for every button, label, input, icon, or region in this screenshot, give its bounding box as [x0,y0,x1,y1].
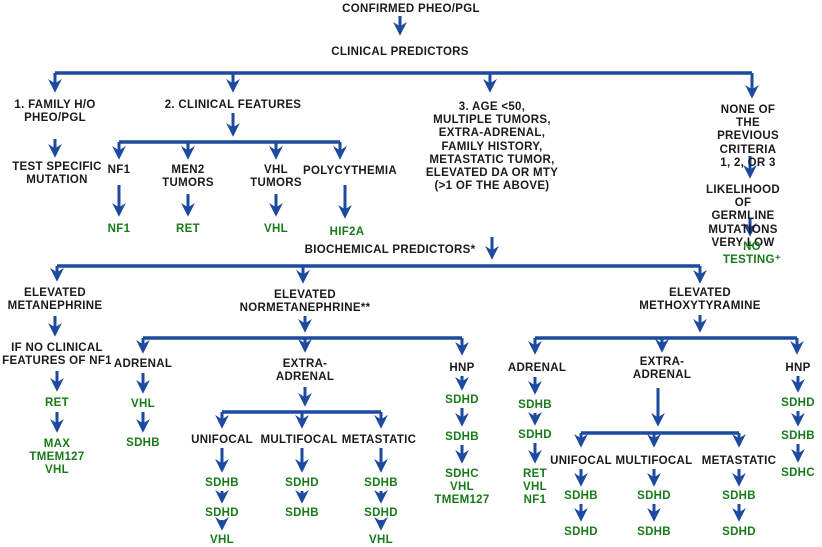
gene-mt-hnp-sdhd: SDHD [781,397,815,409]
node-clinical-predictors: CLINICAL PREDICTORS [331,46,469,58]
gene-hif2a: HIF2A [329,226,365,238]
gene-mt-hnp-sdhc: SDHC [781,467,815,479]
gene-nm-adrenal-sdhb: SDHB [126,437,160,449]
gene-vhl: VHL [264,223,288,235]
node-mt-metastatic: METASTATIC [701,455,777,467]
gene-nm-adrenal-vhl: VHL [131,398,155,410]
node-polycythemia: POLYCYTHEMIA [303,165,397,177]
node-mt-adrenal: ADRENAL [507,362,567,374]
node-mt-multifocal: MULTIFOCAL [615,455,693,467]
node-nm-metastatic: METASTATIC [341,434,417,446]
node-no-testing: NO TESTING⁺ [722,241,782,267]
node-nm-unifocal: UNIFOCAL [191,434,253,446]
gene-met-max-tmem127-vhl: MAX TMEM127 VHL [29,438,85,477]
gene-nm-hnp-sdhb: SDHB [445,431,479,443]
node-test-specific-mutation: TEST SPECIFIC MUTATION [12,161,102,187]
gene-mt-uni-sdhd: SDHD [564,526,598,538]
gene-nm-multi-sdhd: SDHD [285,477,319,489]
node-mt-unifocal: UNIFOCAL [550,455,612,467]
gene-mt-uni-sdhb: SDHB [564,490,598,502]
gene-mt-adrenal-ret-vhl-nf1: RET VHL NF1 [523,468,547,507]
node-men2-tumors: MEN2 TUMORS [162,164,214,190]
gene-mt-hnp-sdhb: SDHB [781,430,815,442]
node-mt-hnp: HNP [785,362,811,374]
gene-nm-meta-vhl: VHL [369,534,393,546]
node-none-of-criteria: NONE OF THE PREVIOUS CRITERIA 1, 2, OR 3 [717,104,779,169]
node-nm-extra-adrenal: EXTRA- ADRENAL [275,358,335,384]
node-nm-multifocal: MULTIFOCAL [260,434,338,446]
gene-nm-multi-sdhb: SDHB [285,507,319,519]
node-vhl-tumors: VHL TUMORS [250,164,302,190]
gene-mt-meta-sdhb: SDHB [722,490,756,502]
node-family-history: 1. FAMILY H/O PHEO/PGL [14,99,96,125]
node-confirmed-pheo-pgl: CONFIRMED PHEO/PGL [342,3,480,15]
node-if-no-nf1-features: IF NO CLINICAL FEATURES OF NF1 [2,342,112,368]
gene-ret: RET [176,223,200,235]
node-elevated-methoxytyramine: ELEVATED METHOXYTYRAMINE [639,287,761,313]
gene-nm-uni-sdhb: SDHB [205,477,239,489]
node-mt-extra-adrenal: EXTRA- ADRENAL [632,356,692,382]
node-clinical-features: 2. CLINICAL FEATURES [164,99,302,111]
gene-nm-uni-vhl: VHL [210,534,234,546]
node-elevated-normetanephrine: ELEVATED NORMETANEPHRINE** [239,289,371,315]
gene-nm-meta-sdhb: SDHB [364,477,398,489]
gene-mt-meta-sdhd: SDHD [722,526,756,538]
flow-arrows [48,16,805,531]
gene-mt-adrenal-sdhb: SDHB [518,399,552,411]
node-nm-adrenal: ADRENAL [113,358,173,370]
node-likelihood-low: LIKELIHOOD OF GERMLINE MUTATIONS VERY LO… [706,184,780,249]
node-elevated-metanephrine: ELEVATED METANEPHRINE [7,287,103,313]
node-age-criteria: 3. AGE <50, MULTIPLE TUMORS, EXTRA-ADREN… [425,101,559,193]
gene-mt-multi-sdhd: SDHD [637,490,671,502]
gene-nm-meta-sdhd: SDHD [364,507,398,519]
gene-nm-hnp-sdhd: SDHD [445,394,479,406]
gene-nm-hnp-sdhc-vhl-tmem127: SDHC VHL TMEM127 [434,468,490,507]
gene-mt-adrenal-sdhd: SDHD [518,429,552,441]
gene-nm-uni-sdhd: SDHD [205,507,239,519]
node-biochemical-predictors: BIOCHEMICAL PREDICTORS* [304,244,476,256]
gene-met-ret: RET [45,397,69,409]
node-nm-hnp: HNP [449,362,475,374]
gene-nf1: NF1 [107,223,131,235]
gene-mt-multi-sdhb: SDHB [637,526,671,538]
node-nf1-feature: NF1 [107,164,131,176]
